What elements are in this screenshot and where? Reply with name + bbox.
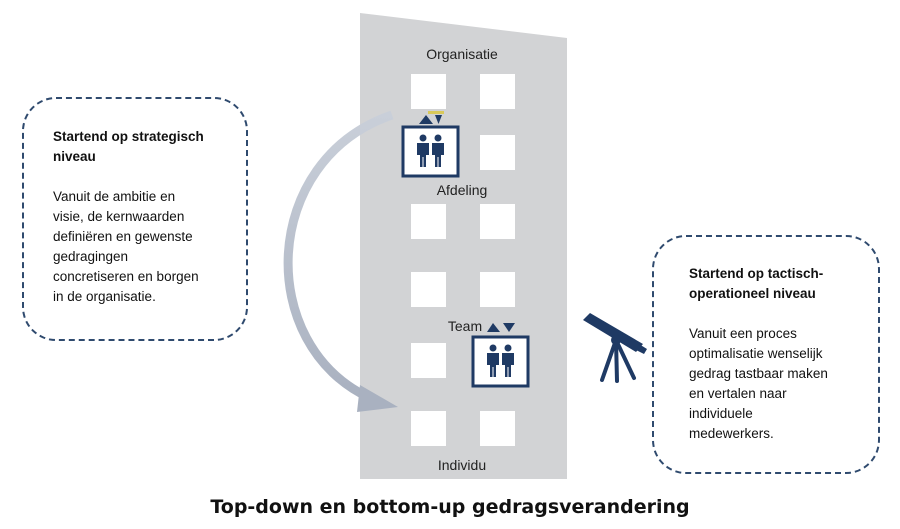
window	[480, 204, 515, 239]
window	[480, 74, 515, 109]
elevator-up-arrow-icon	[419, 115, 433, 124]
elevator-down-arrow-icon	[503, 323, 515, 332]
building-windows	[411, 74, 515, 446]
window	[480, 411, 515, 446]
tactical-heading: Startend op tactisch- operationeel nivea…	[689, 266, 824, 301]
window	[411, 343, 446, 378]
elevator-icon	[471, 323, 530, 388]
window	[411, 272, 446, 307]
window	[411, 411, 446, 446]
elevator-icon	[401, 111, 460, 178]
window	[411, 204, 446, 239]
level-label-team: Team	[448, 318, 482, 334]
strategic-level-box: Startend op strategisch niveau Vanuit de…	[22, 97, 248, 341]
strategic-heading: Startend op strategisch niveau	[53, 129, 204, 164]
person-icon	[487, 344, 514, 377]
elevator-up-arrow-icon	[487, 323, 500, 332]
window	[480, 135, 515, 170]
level-label-afdeling: Afdeling	[437, 182, 488, 198]
window	[411, 74, 446, 109]
curved-arrow-icon	[283, 110, 398, 412]
person-icon	[417, 134, 444, 167]
strategic-body: Vanuit de ambitie en visie, de kernwaard…	[53, 189, 199, 304]
level-label-organisatie: Organisatie	[426, 46, 498, 62]
tactical-body: Vanuit een proces optimalisatie wenselij…	[689, 326, 828, 441]
window	[480, 272, 515, 307]
building-shape	[360, 13, 567, 479]
tactical-level-box: Startend op tactisch- operationeel nivea…	[652, 235, 880, 474]
telescope-icon	[583, 313, 647, 383]
level-label-individu: Individu	[438, 457, 486, 473]
elevator-down-arrow-icon	[435, 115, 442, 124]
diagram-caption: Top-down en bottom-up gedragsverandering	[210, 496, 690, 518]
